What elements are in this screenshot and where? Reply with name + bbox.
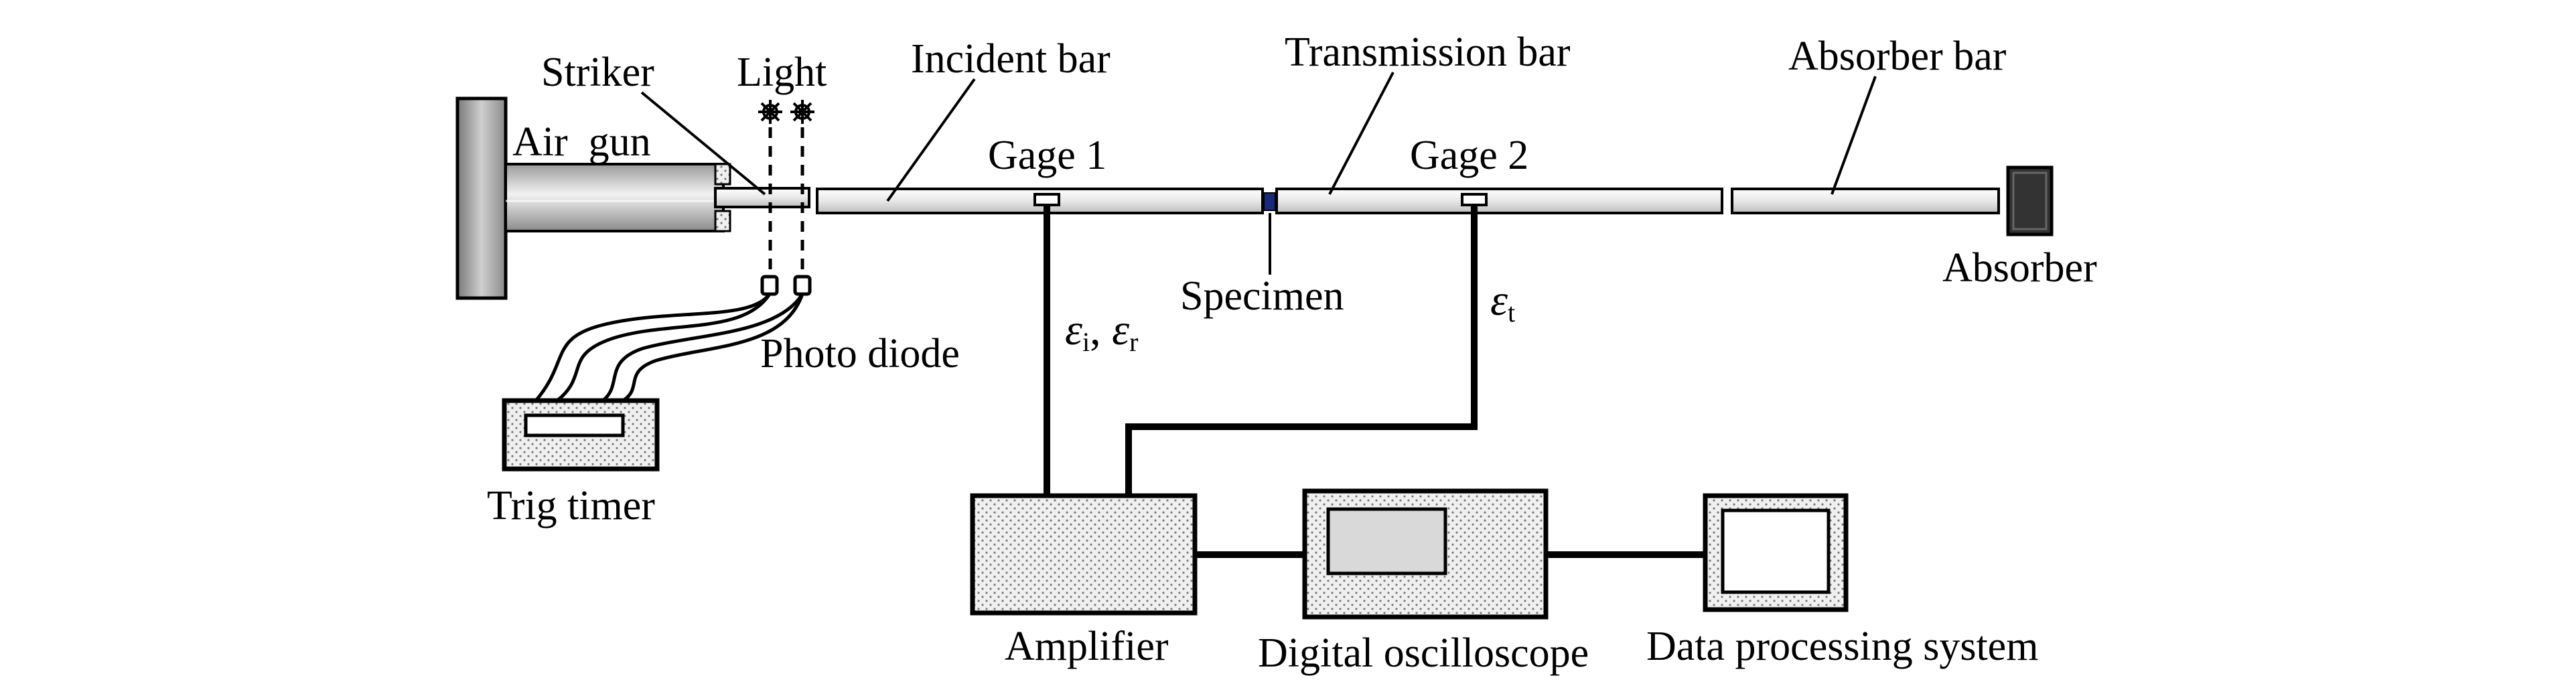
striker-label: Striker	[541, 50, 654, 95]
transmission-bar	[1275, 188, 1723, 214]
diode-cable-1-b	[556, 293, 772, 402]
gage1-strain-symbol: εi, εr	[1065, 305, 1138, 357]
photo-diode-2	[793, 275, 812, 296]
absorber-bar-label: Absorber bar	[1788, 33, 2007, 79]
absorber-bar-leader-line	[1831, 76, 1877, 195]
photo-diode-label: Photo diode	[760, 331, 960, 376]
specimen-label: Specimen	[1180, 273, 1344, 319]
photo-diode-1	[760, 275, 779, 296]
air-gun-label: Air gun	[512, 119, 651, 165]
diode-cable-2-b	[622, 293, 804, 403]
incident-bar-label: Incident bar	[911, 36, 1111, 82]
trig-timer-label: Trig timer	[487, 483, 655, 529]
air-gun-barrel	[504, 163, 725, 232]
absorber-label: Absorber	[1942, 245, 2097, 291]
light-source-icon	[758, 100, 782, 124]
absorber	[2006, 165, 2054, 236]
diode-cable-2	[601, 293, 804, 402]
gage1-label: Gage 1	[988, 133, 1106, 178]
digital-oscilloscope	[1302, 488, 1549, 620]
gage2	[1461, 193, 1488, 206]
air-gun-muzzle-ring-bottom	[714, 210, 731, 232]
trig-timer	[502, 398, 660, 472]
air-gun-end-plate	[455, 96, 508, 300]
gage1	[1033, 193, 1060, 206]
transmission-bar-label: Transmission bar	[1285, 29, 1571, 75]
amplifier	[970, 493, 1198, 616]
gage2-signal-wire	[1125, 205, 1478, 496]
data-processing-system-label: Data processing system	[1646, 624, 2038, 669]
striker-leader-line	[640, 91, 766, 196]
data-processing-system	[1703, 493, 1849, 612]
absorber-bar	[1731, 188, 2000, 214]
light-label: Light	[737, 50, 827, 95]
transmission-bar-leader-line	[1328, 72, 1394, 195]
gage2-strain-symbol: εt	[1490, 276, 1515, 328]
air-gun-muzzle-ring-top	[714, 163, 731, 186]
digital-oscilloscope-label: Digital oscilloscope	[1258, 630, 1589, 676]
gage2-label: Gage 2	[1410, 133, 1528, 178]
specimen	[1263, 192, 1276, 211]
air-gun	[455, 96, 731, 300]
amplifier-label: Amplifier	[1005, 624, 1169, 669]
light-source-icon	[790, 100, 814, 124]
incident-bar-leader-line	[886, 78, 976, 202]
diode-cable-1	[534, 293, 772, 402]
